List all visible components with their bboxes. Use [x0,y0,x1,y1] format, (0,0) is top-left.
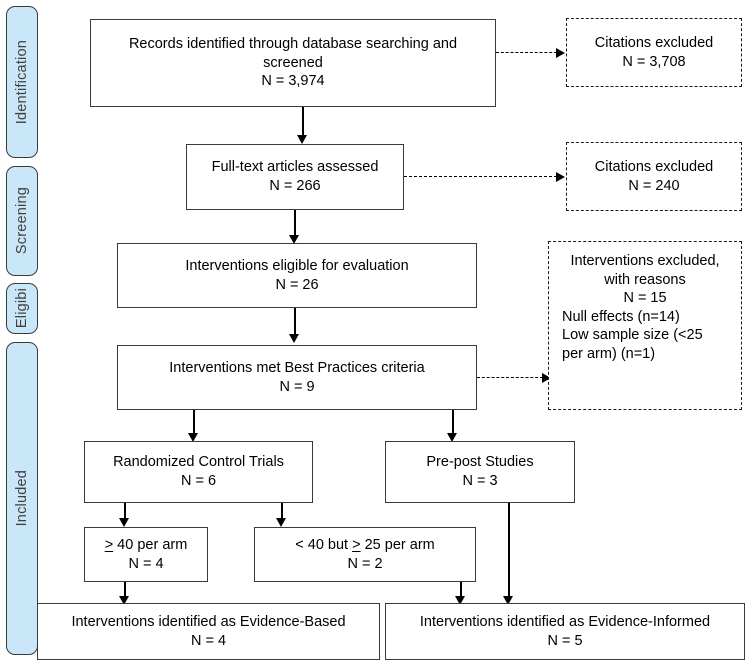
arrow-head-fulltext-to-eligible [288,235,299,244]
box-interventions-excluded-reason2: Low sample size (<25 [562,327,703,344]
box-interventions-eligible: Interventions eligible for evaluation N … [117,243,477,308]
box-best-practices-line1: Interventions met Best Practices criteri… [169,359,425,376]
box-records-identified: Records identified through database sear… [90,19,496,107]
box-prepost-count: N = 3 [462,473,498,489]
box-interventions-excluded-reason1: Null effects (n=14) [562,308,680,325]
arrow-head-eligible-to-bestpractices [288,334,299,343]
arrow-head-arm25-to-evidence-informed [454,596,465,605]
arrow-head-bestpractices-to-rct [187,433,198,442]
box-citations-excluded-1: Citations excluded N = 3,708 [566,18,742,87]
box-arm-25-to-40-post: 25 per arm [360,536,435,553]
stage-label-screening-text: Screening [14,187,30,255]
connector-records-to-fulltext [302,107,304,139]
stage-label-included: Included [6,342,38,655]
box-fulltext-assessed-line1: Full-text articles assessed [211,159,379,176]
box-evidence-informed-count: N = 5 [547,632,583,649]
box-interventions-eligible-line1: Interventions eligible for evaluation [185,257,409,274]
box-evidence-informed-line1: Interventions identified as Evidence-Inf… [419,613,711,630]
connector-bestpractices-to-prepost [452,410,454,437]
box-interventions-excluded-reason3: per arm) (n=1) [562,345,656,362]
dashed-arrow-head-3 [542,372,551,383]
stage-label-identification: Identification [6,6,38,158]
arrow-head-bestpractices-to-prepost [446,433,457,442]
dashed-connector-2 [404,176,557,177]
box-arm-25-to-40-count: N = 2 [347,555,383,572]
box-prepost-studies: Pre-post Studies N = 3 [385,441,575,503]
stage-label-included-text: Included [14,470,30,527]
connector-rct-to-arm40 [124,503,126,521]
connector-fulltext-to-eligible [294,210,296,239]
box-arm-40-plus-line1: > 40 per arm [91,536,201,555]
box-prepost-line1: Pre-post Studies [426,454,534,471]
connector-arm40-to-evidence-based [124,582,126,599]
box-arm-40-plus-count: N = 4 [128,555,164,572]
stage-label-screening: Screening [6,166,38,276]
box-evidence-informed: Interventions identified as Evidence-Inf… [385,603,745,660]
box-evidence-based-line1: Interventions identified as Evidence-Bas… [71,613,346,630]
box-randomized-control-trials: Randomized Control Trials N = 6 [84,441,313,503]
box-arm-25-to-40-line1: < 40 but > 25 per arm [261,536,469,555]
dashed-connector-3 [477,377,543,378]
dashed-arrow-head-1 [556,47,565,58]
box-interventions-excluded-count: N = 15 [623,290,667,307]
dashed-arrow-head-2 [556,171,565,182]
box-citations-excluded-1-line1: Citations excluded [594,34,714,51]
box-arm-40-plus: > 40 per arm N = 4 [84,527,208,582]
arrow-head-rct-to-arm25 [275,518,286,527]
arrow-head-records-to-fulltext [296,135,307,144]
box-interventions-excluded: Interventions excluded, with reasons N =… [548,241,742,410]
box-records-identified-line1: Records identified through database sear… [128,36,458,53]
connector-arm25-to-evidence-informed [460,582,462,599]
box-fulltext-assessed: Full-text articles assessed N = 266 [186,144,404,210]
box-evidence-based: Interventions identified as Evidence-Bas… [37,603,380,660]
stage-label-identification-text: Identification [14,39,30,125]
box-arm-25-to-40-pre: < 40 but [295,536,353,553]
greater-equal-icon: > [104,536,114,553]
box-citations-excluded-2-line1: Citations excluded [594,158,714,175]
box-best-practices: Interventions met Best Practices criteri… [117,345,477,410]
stage-label-eligibility: Eligibi [6,283,38,334]
arrow-head-arm40-to-evidence-based [118,596,129,605]
box-best-practices-count: N = 9 [279,378,315,395]
arrow-head-prepost-to-evidence-informed [502,596,513,605]
box-records-identified-line2: screened [263,54,323,71]
box-citations-excluded-1-count: N = 3,708 [622,53,686,70]
stage-label-eligibility-text: Eligibi [14,288,30,329]
dashed-connector-1 [496,52,557,53]
box-arm-25-to-40: < 40 but > 25 per arm N = 2 [254,527,476,582]
box-interventions-excluded-line1: Interventions excluded, [570,253,720,269]
box-citations-excluded-2: Citations excluded N = 240 [566,142,742,211]
connector-eligible-to-bestpractices [294,308,296,338]
connector-bestpractices-to-rct [193,410,195,437]
connector-prepost-to-evidence-informed [508,503,510,599]
box-records-identified-count: N = 3,974 [261,73,325,90]
connector-rct-to-arm25 [281,503,283,521]
box-rct-count: N = 6 [180,473,217,489]
arrow-head-rct-to-arm40 [118,518,129,527]
box-rct-line1: Randomized Control Trials [113,454,284,471]
box-interventions-excluded-line2: with reasons [604,271,686,288]
box-evidence-based-count: N = 4 [190,632,227,649]
box-fulltext-assessed-count: N = 266 [269,178,321,194]
greater-equal-icon-2: > [352,536,361,553]
box-arm-40-plus-text: 40 per arm [113,536,188,553]
box-interventions-eligible-count: N = 26 [275,276,319,293]
box-citations-excluded-2-count: N = 240 [628,177,680,194]
